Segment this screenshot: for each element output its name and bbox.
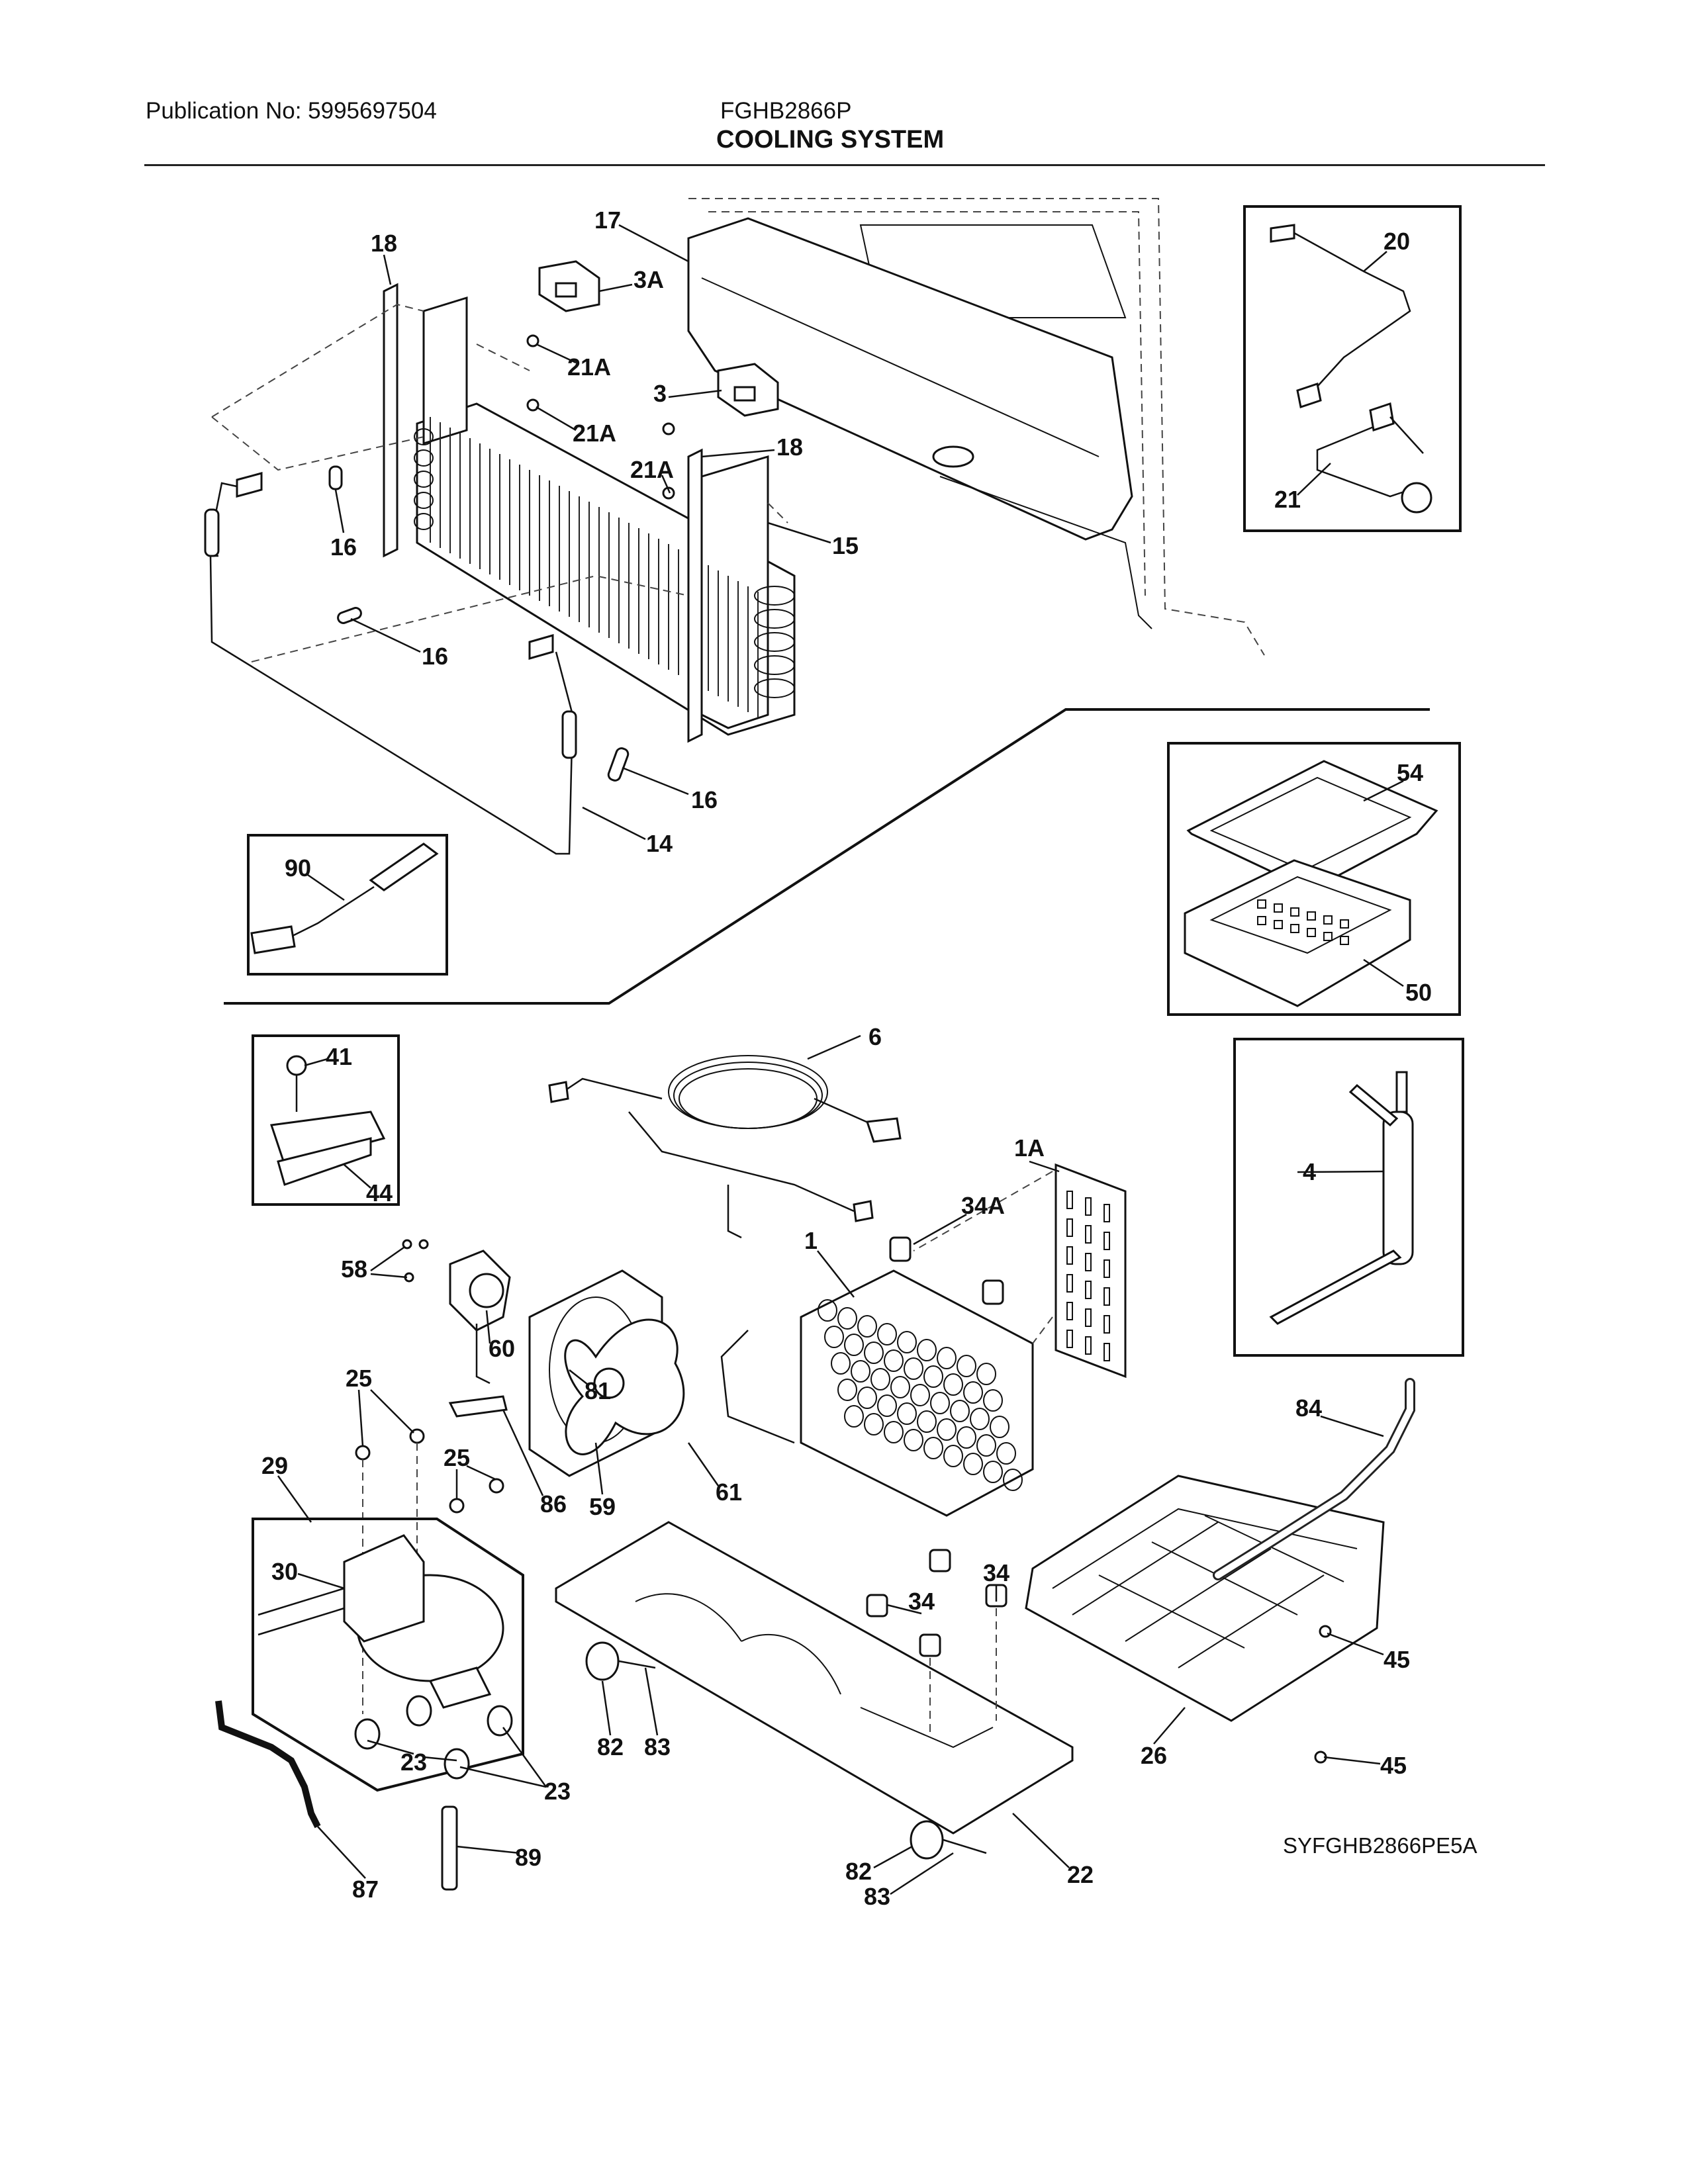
callout-45: 45	[1383, 1646, 1411, 1673]
callout-6: 6	[868, 1023, 882, 1050]
callout-34: 34	[908, 1588, 935, 1615]
callout-17: 17	[594, 206, 622, 234]
condenser-bracket	[913, 1163, 1127, 1379]
callout-30: 30	[271, 1558, 299, 1585]
callout-54: 54	[1396, 759, 1424, 786]
callout-59: 59	[588, 1493, 616, 1520]
callout-21a: 21A	[630, 456, 675, 483]
drain-hose-inner	[1215, 1380, 1413, 1578]
control-board-housing	[1184, 760, 1438, 1007]
callout-25: 25	[443, 1444, 471, 1471]
bracket-3	[717, 363, 779, 417]
diagram-code: SYFGHB2866PE5A	[1283, 1833, 1477, 1858]
bracket-3a	[538, 260, 600, 312]
inset-box-drier	[1233, 1038, 1464, 1357]
clip-34a	[889, 1236, 1004, 1305]
callout-20: 20	[1383, 228, 1411, 255]
callout-16: 16	[421, 643, 449, 670]
callout-84: 84	[1295, 1394, 1323, 1422]
callout-50: 50	[1405, 979, 1432, 1006]
callout-82: 82	[845, 1858, 872, 1885]
callout-22: 22	[1066, 1861, 1094, 1888]
callout-15: 15	[831, 532, 859, 559]
callout-23: 23	[543, 1778, 571, 1805]
heater-rod	[383, 283, 703, 743]
callout-86: 86	[539, 1490, 567, 1518]
callout-21a: 21A	[567, 353, 612, 381]
callout-25: 25	[345, 1365, 373, 1392]
fan-motor	[402, 1239, 511, 1385]
callout-4: 4	[1302, 1158, 1317, 1185]
callout-23: 23	[400, 1749, 428, 1776]
callout-58: 58	[340, 1255, 368, 1283]
inset-box-sensor-harness	[1243, 205, 1462, 532]
callout-16: 16	[690, 786, 718, 813]
callout-81: 81	[584, 1377, 612, 1404]
filter-drier	[1269, 1071, 1414, 1325]
header-divider	[144, 164, 1545, 166]
grommet-23	[354, 1695, 513, 1780]
defrost-harness	[204, 472, 577, 855]
screw-45	[1314, 1625, 1332, 1764]
clip-16	[328, 465, 630, 782]
callout-90: 90	[284, 854, 312, 882]
callout-14: 14	[645, 830, 673, 857]
callout-60: 60	[488, 1335, 516, 1362]
callout-1a: 1A	[1013, 1134, 1045, 1161]
callout-leader-lines	[277, 224, 1404, 1895]
evaporator-cover	[687, 217, 1152, 629]
fan-shroud	[528, 1269, 685, 1477]
callout-16: 16	[330, 533, 357, 561]
sensor-harness-21	[1316, 402, 1432, 514]
bracket-screw-parts	[270, 1055, 386, 1186]
callout-45: 45	[1380, 1752, 1407, 1779]
section-divider	[224, 708, 1430, 1005]
condenser	[720, 1269, 1034, 1517]
callout-34a: 34A	[961, 1192, 1006, 1219]
placement-lines	[211, 303, 788, 662]
inset-box-thermistor	[247, 834, 448, 976]
drain-tube	[441, 1805, 458, 1891]
callout-82: 82	[596, 1733, 624, 1760]
callout-44: 44	[365, 1179, 393, 1206]
callout-83: 83	[863, 1883, 891, 1910]
callout-61: 61	[715, 1479, 743, 1506]
callout-83: 83	[643, 1733, 671, 1760]
callout-3a: 3A	[633, 266, 665, 293]
callout-18: 18	[370, 230, 398, 257]
sensor-harness-20	[1270, 224, 1411, 408]
model-number: FGHB2866P	[720, 98, 852, 124]
callout-29: 29	[261, 1452, 289, 1479]
callout-1: 1	[804, 1227, 818, 1254]
callout-26: 26	[1140, 1742, 1168, 1769]
callout-21a: 21A	[572, 420, 617, 447]
inset-box-bracket-screw	[252, 1034, 400, 1206]
publication-number: Publication No: 5995697504	[146, 98, 437, 124]
callout-3: 3	[653, 380, 667, 407]
callout-41: 41	[325, 1043, 353, 1070]
discharge-tube	[215, 1700, 321, 1829]
compressor	[258, 1534, 504, 1709]
bracket-86	[448, 1395, 508, 1418]
callout-89: 89	[514, 1844, 542, 1871]
screw-icon	[526, 334, 675, 500]
base-plate	[555, 1521, 1074, 1835]
callout-18: 18	[776, 433, 804, 461]
grommet-82	[585, 1641, 987, 1860]
page-title: COOLING SYSTEM	[716, 126, 945, 154]
inset-box-control-board	[1167, 742, 1461, 1016]
callout-87: 87	[352, 1876, 379, 1903]
callout-21: 21	[1274, 486, 1301, 513]
thermistor-probe	[250, 842, 439, 954]
callout-34: 34	[982, 1559, 1010, 1586]
power-cord	[548, 1055, 902, 1239]
drain-pan	[1025, 1475, 1385, 1722]
